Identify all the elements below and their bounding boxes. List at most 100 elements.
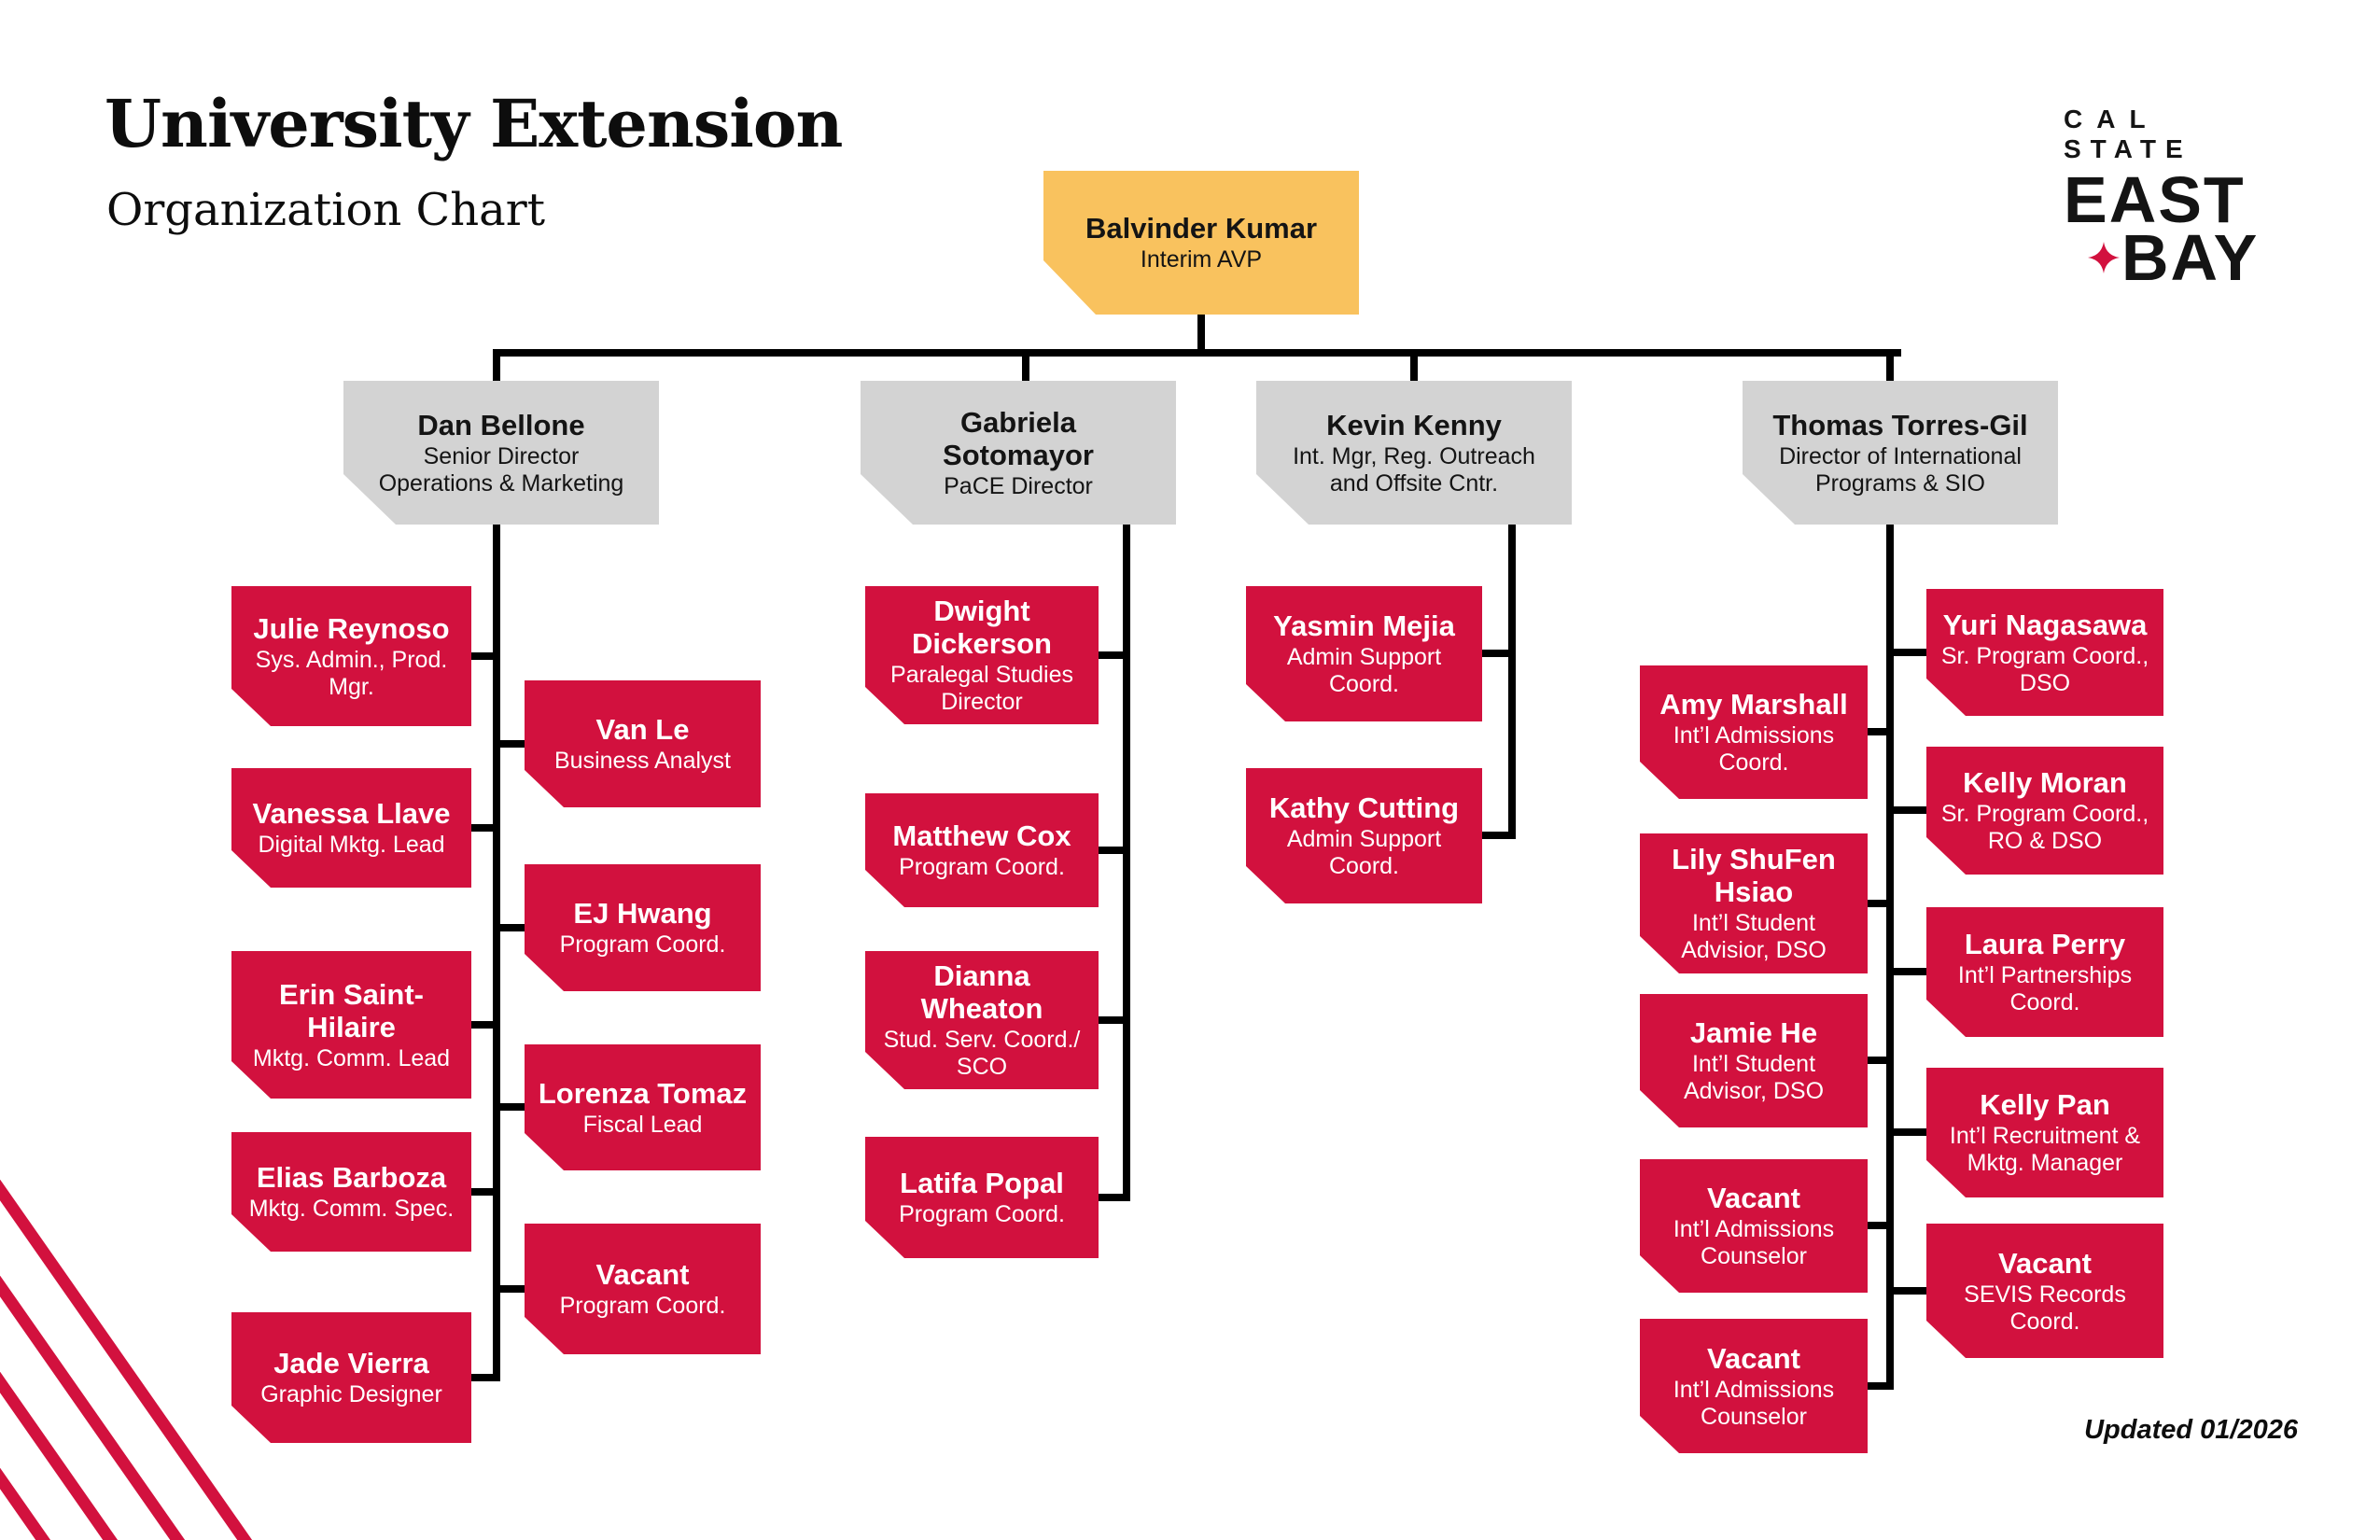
connector-line — [1482, 832, 1516, 839]
person-name: Van Le — [595, 713, 690, 746]
org-node-amy-marshall: Amy Marshall Int’l Admissions Coord. — [1640, 665, 1868, 799]
person-role: Paralegal Studies Director — [890, 662, 1073, 715]
person-name: Lily ShuFen Hsiao — [1672, 843, 1836, 908]
person-role: Admin Support Coord. — [1286, 644, 1442, 697]
person-name: Yasmin Mejia — [1273, 609, 1455, 642]
person-name: Jade Vierra — [273, 1347, 429, 1379]
connector-line — [1099, 1016, 1130, 1024]
connector-line — [1123, 525, 1130, 1201]
logo-word-bay: BAY — [2121, 221, 2260, 294]
org-node-jade-vierra: Jade Vierra Graphic Designer — [231, 1312, 471, 1443]
org-node-laura-perry: Laura Perry Int’l Partnerships Coord. — [1926, 907, 2163, 1037]
four-point-star-icon — [2088, 242, 2120, 273]
person-role: Senior Director Operations & Marketing — [378, 442, 624, 497]
org-node-latifa-popal: Latifa Popal Program Coord. — [865, 1137, 1099, 1258]
person-role: Business Analyst — [554, 748, 731, 774]
person-name: Dwight Dickerson — [912, 595, 1052, 660]
connector-line — [1886, 525, 1894, 1390]
person-name: Dan Bellone — [417, 408, 585, 441]
org-node-dan-bellone: Dan Bellone Senior Director Operations &… — [343, 381, 659, 525]
connector-line — [493, 357, 500, 381]
connector-line — [493, 924, 525, 931]
person-name: Julie Reynoso — [253, 611, 450, 645]
connector-line — [493, 1103, 525, 1111]
connector-line — [1886, 1287, 1926, 1295]
org-node-yasmin-mejia: Yasmin Mejia Admin Support Coord. — [1246, 586, 1482, 721]
person-name: Amy Marshall — [1659, 688, 1848, 721]
connector-line — [1099, 1194, 1130, 1201]
logo-word-east: EAST — [2064, 163, 2246, 236]
org-node-vacant-intl-admissions-counselor-1: Vacant Int’l Admissions Counselor — [1640, 1159, 1868, 1293]
org-node-lily-shufen-hsiao: Lily ShuFen Hsiao Int’l Student Advisior… — [1640, 833, 1868, 973]
person-role: Int’l Partnerships Coord. — [1957, 962, 2133, 1015]
cal-state-east-bay-logo: CAL STATE EAST BAY — [2064, 105, 2260, 294]
person-role: Int. Mgr, Reg. Outreach and Offsite Cntr… — [1293, 442, 1535, 497]
org-node-julie-reynoso: Julie Reynoso Sys. Admin., Prod. Mgr. — [231, 586, 471, 726]
connector-line — [1099, 847, 1130, 854]
person-role: Int’l Student Advisor, DSO — [1683, 1051, 1825, 1104]
person-name: Vacant — [595, 1258, 690, 1291]
connector-line — [1197, 315, 1205, 357]
person-role: Int’l Admissions Counselor — [1673, 1376, 1835, 1430]
org-node-erin-saint-hilaire: Erin Saint-Hilaire Mktg. Comm. Lead — [231, 951, 471, 1099]
person-role: Graphic Designer — [260, 1381, 442, 1407]
corner-stripes-decoration — [0, 1179, 253, 1540]
person-name: Elias Barboza — [256, 1161, 447, 1194]
org-node-kelly-moran: Kelly Moran Sr. Program Coord., RO & DSO — [1926, 747, 2163, 875]
page-title: University Extension — [105, 85, 843, 162]
person-role: Program Coord. — [899, 854, 1065, 880]
person-name: Matthew Cox — [892, 819, 1071, 852]
person-role: Sr. Program Coord., DSO — [1940, 642, 2149, 696]
connector-line — [1868, 1222, 1894, 1229]
org-node-yuri-nagasawa: Yuri Nagasawa Sr. Program Coord., DSO — [1926, 589, 2163, 716]
person-name: Jamie He — [1689, 1016, 1818, 1049]
person-name: EJ Hwang — [573, 897, 712, 930]
person-name: Dianna Wheaton — [920, 959, 1043, 1025]
org-node-ej-hwang: EJ Hwang Program Coord. — [525, 864, 761, 991]
connector-line — [471, 824, 500, 832]
connector-line — [1868, 900, 1894, 907]
person-role: Mktg. Comm. Lead — [252, 1044, 451, 1071]
connector-line — [1482, 650, 1516, 657]
logo-bay-row: BAY — [2064, 221, 2260, 294]
person-role: Int’l Student Advisior, DSO — [1681, 910, 1827, 963]
person-name: Latifa Popal — [900, 1167, 1064, 1199]
connector-line — [1886, 357, 1894, 381]
org-node-kevin-kenny: Kevin Kenny Int. Mgr, Reg. Outreach and … — [1256, 381, 1572, 525]
person-name: Kevin Kenny — [1326, 408, 1502, 441]
person-role: Int’l Admissions Counselor — [1673, 1216, 1835, 1269]
updated-date-label: Updated 01/2026 — [2084, 1415, 2298, 1445]
person-role: PaCE Director — [944, 472, 1093, 499]
org-node-thomas-torres-gil: Thomas Torres-Gil Director of Internatio… — [1743, 381, 2058, 525]
connector-line — [1886, 968, 1926, 975]
connector-line — [1868, 728, 1894, 735]
connector-line — [1099, 651, 1130, 659]
person-role: Sr. Program Coord., RO & DSO — [1940, 801, 2149, 854]
person-role: Director of International Programs & SIO — [1779, 442, 2022, 497]
connector-line — [471, 1188, 500, 1196]
connector-line — [471, 1374, 500, 1381]
person-role: Int’l Recruitment & Mktg. Manager — [1949, 1123, 2141, 1176]
person-name: Lorenza Tomaz — [538, 1076, 748, 1110]
person-role: Program Coord. — [559, 931, 726, 958]
person-name: Kelly Pan — [1980, 1088, 2110, 1121]
person-role: Sys. Admin., Prod. Mgr. — [255, 646, 448, 700]
connector-line — [1410, 357, 1418, 381]
org-node-matthew-cox: Matthew Cox Program Coord. — [865, 793, 1099, 907]
person-name: Vacant — [1707, 1182, 1800, 1214]
org-node-vacant-intl-admissions-counselor-2: Vacant Int’l Admissions Counselor — [1640, 1319, 1868, 1453]
org-node-gabriela-sotomayor: Gabriela Sotomayor PaCE Director — [861, 381, 1176, 525]
person-role: Stud. Serv. Coord./ SCO — [883, 1027, 1081, 1080]
connector-line — [493, 525, 500, 1381]
person-role: Program Coord. — [899, 1201, 1065, 1227]
connector-line — [1508, 525, 1516, 839]
person-name: Vanessa Llave — [252, 797, 451, 830]
connector-line — [1886, 649, 1926, 656]
connector-line — [493, 1285, 525, 1293]
org-node-lorenza-tomaz: Lorenza Tomaz Fiscal Lead — [525, 1044, 761, 1170]
person-name: Vacant — [1707, 1341, 1800, 1375]
org-node-vacant-sevis-records-coord: Vacant SEVIS Records Coord. — [1926, 1224, 2163, 1358]
connector-line — [493, 740, 525, 748]
person-role: Program Coord. — [559, 1293, 726, 1319]
